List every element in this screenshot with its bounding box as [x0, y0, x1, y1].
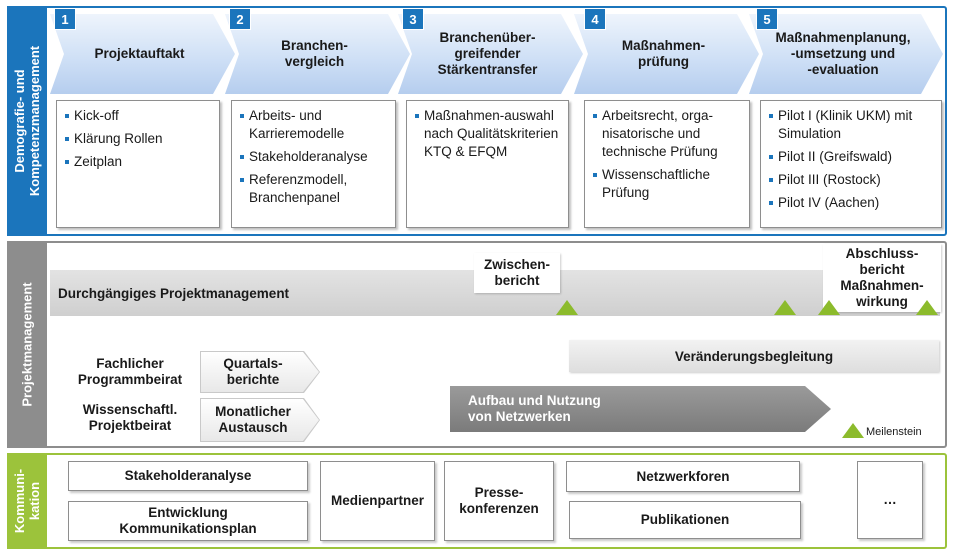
chevron-quartalsberichte: Quartals- berichte [201, 352, 319, 392]
phase-4: Maßnahmen- prüfung 4 [574, 8, 759, 94]
list-item: Zeitplan [65, 153, 213, 171]
phase-5-title: Maßnahmenplanung, -umsetzung und -evalua… [775, 30, 911, 77]
list-item: Pilot III (Rostock) [769, 171, 935, 189]
section-label-demografie: Demografie- und Kompetenzmanagement [7, 6, 47, 236]
section-title-kommunikation: Kommuni- kation [12, 468, 42, 534]
phase-4-number: 4 [584, 8, 606, 30]
list-item: Arbeitsrecht, orga-nisatorische und tech… [593, 107, 743, 161]
label-fachlicher-programmbeirat: Fachlicher Programmbeirat [77, 356, 183, 387]
phase-4-details: Arbeitsrecht, orga-nisatorische und tech… [584, 100, 750, 228]
list-item: Maßnahmen-auswahl nach Qualitätskriterie… [415, 107, 562, 161]
phase-5-details: Pilot I (Klinik UKM) mit Simulation Pilo… [760, 100, 942, 228]
list-item: Referenzmodell, Branchenpanel [240, 171, 389, 207]
milestone-marker-1 [556, 300, 578, 315]
phase-2-number: 2 [229, 8, 251, 30]
section-title-projektmanagement: Projektmanagement [19, 282, 35, 407]
legend-milestone-label: Meilenstein [866, 426, 922, 438]
phase-2-details: Arbeits- und Karrieremodelle Stakeholder… [231, 100, 396, 228]
section-label-kommunikation: Kommuni- kation [7, 453, 47, 549]
section-title-demografie: Demografie- und Kompetenzmanagement [12, 45, 42, 197]
phase-3-number: 3 [402, 8, 424, 30]
milestone-marker-4 [916, 300, 938, 315]
box-pressekonferenzen: Presse- konferenzen [444, 461, 554, 541]
phase-1-chevron: Projektauftakt [50, 14, 235, 94]
phase-1: Projektauftakt 1 [50, 8, 235, 94]
section-label-projektmanagement: Projektmanagement [7, 241, 47, 448]
phase-3-chevron: Branchenüber- greifender Stärkentransfer [398, 14, 583, 94]
phase-3-details: Maßnahmen-auswahl nach Qualitätskriterie… [406, 100, 569, 228]
bar-veraenderungsbegleitung-label: Veränderungsbegleitung [674, 348, 834, 364]
label-wissenschaftl-projektbeirat: Wissenschaftl. Projektbeirat [82, 402, 178, 433]
phase-1-title: Projektauftakt [94, 46, 185, 61]
note-zwischenbericht: Zwischen- bericht [474, 253, 560, 293]
list-item: Pilot II (Greifswald) [769, 148, 935, 166]
arrow-netzwerke: Aufbau und Nutzung von Netzwerken [450, 386, 831, 432]
list-item: Wissenschaftliche Prüfung [593, 166, 743, 202]
box-netzwerkforen: Netzwerkforen [566, 461, 800, 492]
box-medienpartner: Medienpartner [320, 461, 435, 541]
list-item: Klärung Rollen [65, 130, 213, 148]
milestone-marker-3 [818, 300, 840, 315]
milestone-marker-2 [774, 300, 796, 315]
phase-3-title: Branchenüber- greifender Stärkentransfer [437, 30, 538, 77]
list-item: Pilot IV (Aachen) [769, 194, 935, 212]
pm-band-label: Durchgängiges Projektmanagement [58, 285, 290, 301]
phase-1-details: Kick-off Klärung Rollen Zeitplan [56, 100, 220, 228]
list-item: Arbeits- und Karrieremodelle [240, 107, 389, 143]
phase-5-chevron: Maßnahmenplanung, -umsetzung und -evalua… [749, 14, 943, 94]
box-kommunikationsplan: Entwicklung Kommunikationsplan [68, 501, 308, 541]
phase-4-title: Maßnahmen- prüfung [621, 38, 706, 69]
box-stakeholderanalyse: Stakeholderanalyse [68, 461, 308, 491]
phase-4-chevron: Maßnahmen- prüfung [574, 14, 759, 94]
phase-2-title: Branchen- vergleich [281, 38, 348, 69]
phase-5: Maßnahmenplanung, -umsetzung und -evalua… [749, 8, 943, 94]
list-item: Kick-off [65, 107, 213, 125]
box-more: … [857, 461, 923, 539]
phase-2-chevron: Branchen- vergleich [225, 14, 410, 94]
list-item: Stakeholderanalyse [240, 148, 389, 166]
phase-2: Branchen- vergleich 2 [225, 8, 410, 94]
box-publikationen: Publikationen [569, 501, 801, 539]
phase-3: Branchenüber- greifender Stärkentransfer… [398, 8, 583, 94]
legend-milestone-icon [842, 423, 864, 438]
bar-veraenderungsbegleitung: Veränderungsbegleitung [569, 340, 939, 372]
phase-5-number: 5 [756, 8, 778, 30]
list-item: Pilot I (Klinik UKM) mit Simulation [769, 107, 935, 143]
phase-1-number: 1 [54, 8, 76, 30]
chevron-monatlicher-austausch: Monatlicher Austausch [201, 399, 319, 441]
